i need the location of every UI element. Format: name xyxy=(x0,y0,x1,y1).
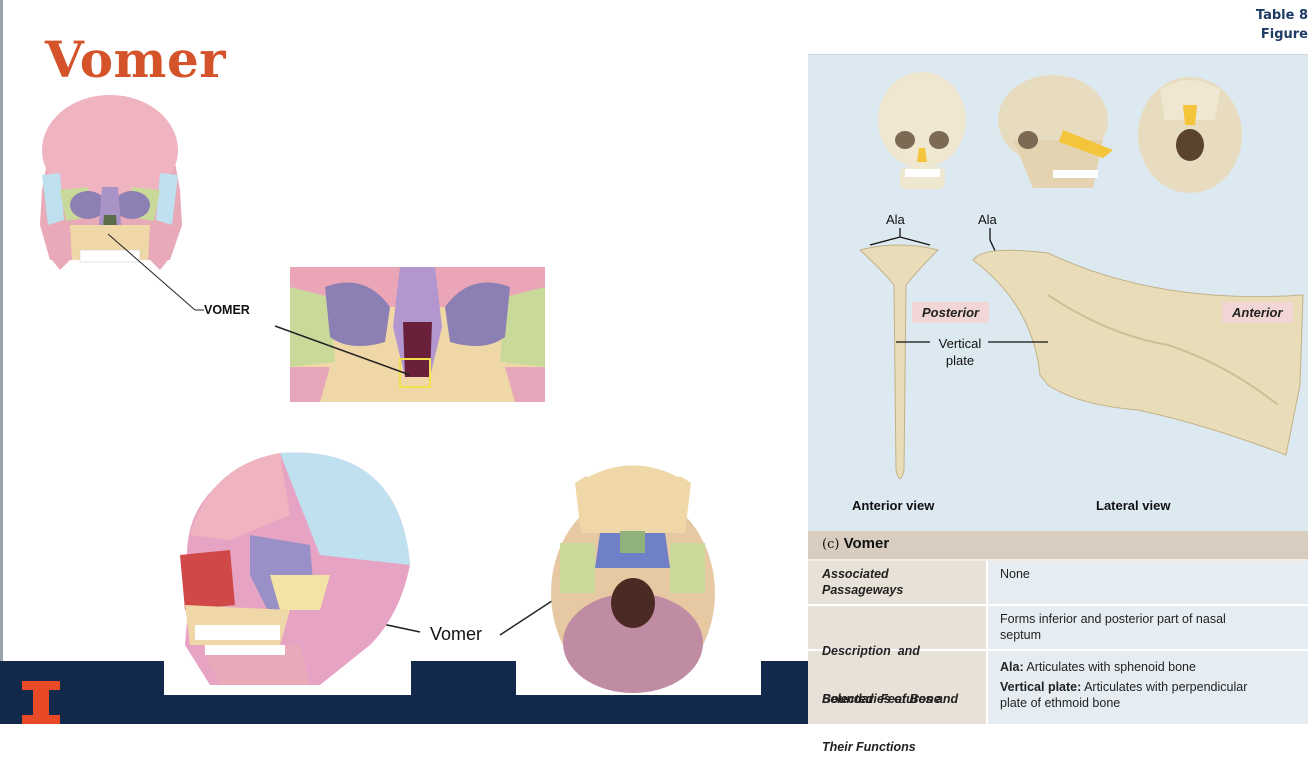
anterior-label: Anterior xyxy=(1222,302,1293,323)
feature-vertical-plate-text: Articulates with perpendicular xyxy=(1081,680,1248,694)
table-header-name: Vomer xyxy=(843,535,890,552)
row-2-label-line-2: Boundaries of Bone xyxy=(822,692,941,706)
slide-left-border xyxy=(0,0,3,724)
vertical-plate-line-2: plate xyxy=(945,353,975,368)
row-1-label-line-1: Associated xyxy=(822,567,889,581)
feature-ala-name: Ala: xyxy=(1000,660,1024,674)
table-header-title: (c) Vomer xyxy=(822,535,889,552)
table-row-2-label: Description and Boundaries of Bone xyxy=(822,611,941,723)
skull-anterior-illustration xyxy=(40,95,182,270)
vertical-plate-line-1: Vertical xyxy=(938,336,982,351)
table-row-2-value: Forms inferior and posterior part of nas… xyxy=(1000,611,1300,643)
ala-label-right: Ala xyxy=(978,212,997,227)
feature-vertical-plate: Vertical plate: Articulates with perpend… xyxy=(1000,679,1300,695)
feature-ala: Ala: Articulates with sphenoid bone xyxy=(1000,659,1300,675)
row-3-label-line-2: Their Functions xyxy=(822,740,916,754)
vomer-label-bottom: Vomer xyxy=(430,624,483,644)
feature-ala-text: Articulates with sphenoid bone xyxy=(1023,660,1196,674)
table-row-1-label: Associated Passageways xyxy=(822,566,903,598)
nasal-cavity-closeup-illustration xyxy=(290,267,545,402)
anterior-view-caption: Anterior view xyxy=(852,498,935,513)
table-header xyxy=(808,531,1308,561)
skull-lateral-illustration xyxy=(180,452,410,685)
lateral-view-caption: Lateral view xyxy=(1096,498,1171,513)
row-1-label-line-2: Passageways xyxy=(822,583,904,597)
small-skull-anterior-illustration xyxy=(878,72,966,189)
table-header-letter: (c) xyxy=(822,537,840,552)
row-3-label-line-1: Selected Features and xyxy=(822,692,959,706)
table-row-3-label-cell xyxy=(808,651,986,726)
small-skull-lateral-illustration xyxy=(998,75,1113,188)
vomer-bone-illustration xyxy=(858,228,1304,479)
ala-label-left: Ala xyxy=(886,212,905,227)
posterior-label: Posterior xyxy=(912,302,990,323)
vertical-plate-label: Vertical plate xyxy=(935,335,985,369)
feature-vertical-plate-text-2: plate of ethmoid bone xyxy=(1000,696,1121,710)
skull-inferior-illustration xyxy=(551,455,715,693)
slide-title: Vomer xyxy=(45,30,227,89)
table-row-3-value: Ala: Articulates with sphenoid bone Vert… xyxy=(1000,659,1300,711)
vomer-label-top: VOMER xyxy=(204,303,250,317)
table-row-1-label-cell xyxy=(808,561,986,606)
table-row-1-value: None xyxy=(1000,567,1030,581)
block-i-logo-icon xyxy=(22,681,60,724)
row-2-value-line-1: Forms inferior and posterior part of nas… xyxy=(1000,612,1226,626)
row-2-label-line-1: Description and xyxy=(822,644,920,658)
table-row-3-label: Selected Features and Their Functions xyxy=(822,659,958,771)
small-skull-inferior-illustration xyxy=(1138,77,1242,193)
row-2-value-line-2: septum xyxy=(1000,628,1041,642)
table-reference: Table 8 xyxy=(1255,8,1308,23)
table-row-2-value-cell xyxy=(988,606,1308,651)
table-row-1-value-cell xyxy=(988,561,1308,606)
table-row-2-label-cell xyxy=(808,606,986,651)
figure-reference: Figure xyxy=(1260,27,1308,42)
feature-vertical-plate-name: Vertical plate: xyxy=(1000,680,1082,694)
